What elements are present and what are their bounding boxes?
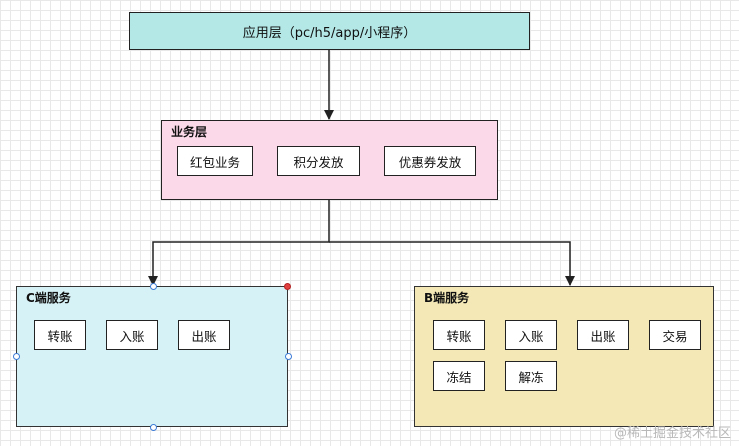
business-to-b-service-arrow	[329, 241, 575, 286]
business-layer-group[interactable]: 业务层 红包业务 积分发放 优惠券发放	[161, 120, 498, 200]
b-item-freeze[interactable]: 冻结	[433, 361, 485, 391]
app-layer-node[interactable]: 应用层（pc/h5/app/小程序）	[129, 12, 530, 50]
c-item-debit[interactable]: 出账	[178, 320, 230, 350]
c-service-title: C端服务	[26, 291, 71, 305]
c-service-group[interactable]: C端服务 转账 入账 出账	[16, 286, 288, 427]
c-item-credit[interactable]: 入账	[106, 320, 158, 350]
business-item-coupon[interactable]: 优惠券发放	[384, 146, 476, 176]
b-service-title: B端服务	[424, 291, 470, 305]
c-item-transfer[interactable]: 转账	[34, 320, 86, 350]
b-item-unfreeze[interactable]: 解冻	[505, 361, 557, 391]
rotate-handle[interactable]	[284, 283, 291, 290]
selection-handle-left[interactable]	[13, 353, 20, 360]
b-item-transfer[interactable]: 转账	[433, 320, 485, 350]
b-item-trade[interactable]: 交易	[649, 320, 701, 350]
b-service-group[interactable]: B端服务 转账 入账 出账 交易 冻结 解冻	[414, 286, 714, 427]
selection-handle-right[interactable]	[285, 353, 292, 360]
watermark: @稀土掘金技术社区	[613, 426, 731, 441]
business-item-points[interactable]: 积分发放	[277, 146, 360, 176]
app-layer-label: 应用层（pc/h5/app/小程序）	[242, 25, 417, 41]
business-to-c-service-arrow	[148, 200, 330, 286]
business-layer-title: 业务层	[171, 125, 208, 139]
business-item-red-packet[interactable]: 红包业务	[177, 146, 253, 176]
b-item-credit[interactable]: 入账	[505, 320, 557, 350]
selection-handle-top[interactable]	[150, 283, 157, 290]
selection-handle-bottom[interactable]	[150, 424, 157, 431]
b-item-debit[interactable]: 出账	[577, 320, 629, 350]
